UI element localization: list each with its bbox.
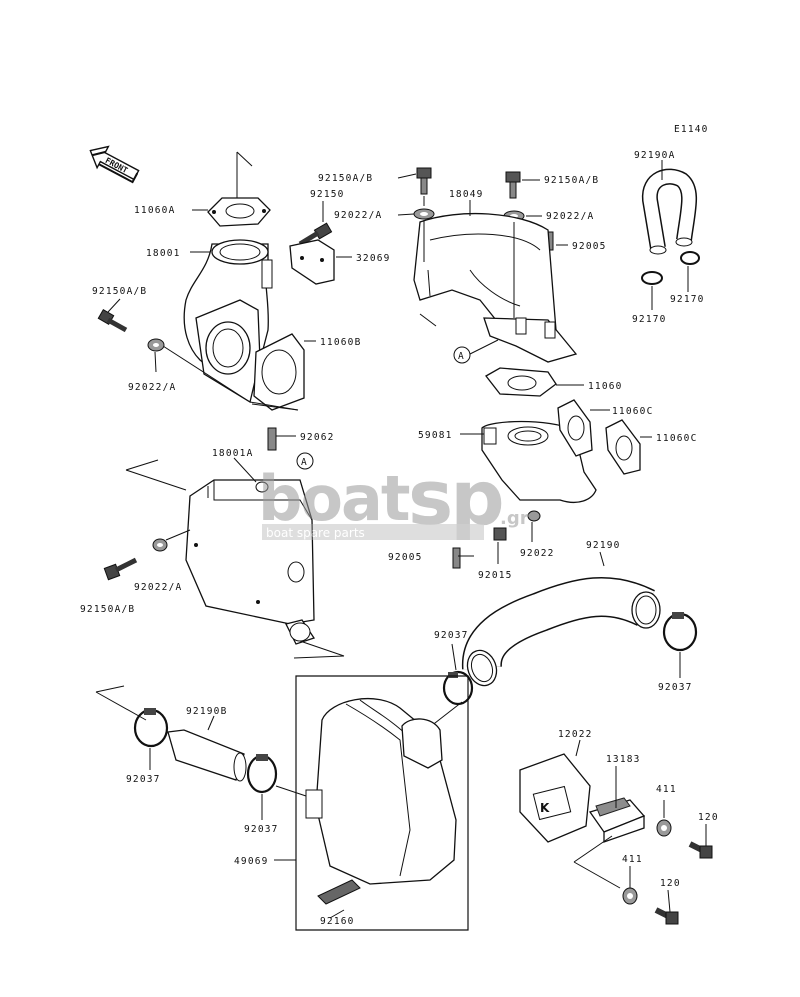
label-92037-a: 92037 bbox=[434, 630, 469, 641]
bracket-32069 bbox=[289, 239, 335, 285]
clamp-92037-c bbox=[133, 708, 169, 748]
gasket-11060B bbox=[253, 333, 305, 411]
label-92037-b: 92037 bbox=[658, 682, 693, 693]
label-120-b: 120 bbox=[660, 878, 681, 889]
leader-lines bbox=[107, 160, 707, 913]
label-92022A-top2: 92022/A bbox=[546, 211, 594, 222]
label-411-a: 411 bbox=[656, 784, 677, 795]
label-32069: 32069 bbox=[356, 253, 391, 264]
label-18001A: 18001A bbox=[212, 448, 254, 459]
bolt-92150-top-left bbox=[298, 222, 333, 247]
plate-12022: K bbox=[519, 753, 591, 843]
label-92150: 92150 bbox=[310, 189, 345, 200]
nut-92015 bbox=[493, 527, 507, 541]
label-92005-mid: 92005 bbox=[388, 552, 423, 563]
label-92150AB-top1: 92150A/B bbox=[318, 173, 373, 184]
pad-92160 bbox=[317, 879, 361, 905]
label-11060A: 11060A bbox=[134, 205, 176, 216]
washer-92022A-top1 bbox=[413, 208, 435, 220]
bolt-92150AB-top2 bbox=[505, 171, 521, 199]
label-18049: 18049 bbox=[449, 189, 484, 200]
gasket-11060C-a bbox=[557, 399, 593, 457]
label-92160: 92160 bbox=[320, 916, 355, 927]
muffler-18001A bbox=[185, 479, 316, 645]
washer-92022A-left bbox=[147, 338, 165, 352]
stud-92062 bbox=[267, 427, 277, 451]
washer-92022A-mid bbox=[152, 538, 168, 552]
silencer-box-frame bbox=[295, 675, 469, 931]
hose-92190B bbox=[167, 729, 247, 782]
gasket-11060A bbox=[207, 197, 271, 227]
washer-411-a bbox=[656, 819, 672, 837]
svg-text:K: K bbox=[540, 801, 550, 815]
watermark-tagline: boat spare parts bbox=[266, 526, 365, 540]
clamp-92037-a bbox=[442, 670, 474, 706]
label-92190B: 92190B bbox=[186, 706, 228, 717]
label-92005-top: 92005 bbox=[572, 241, 607, 252]
watermark-brand-left: boat bbox=[258, 462, 410, 535]
label-92015: 92015 bbox=[478, 570, 513, 581]
label-59081: 59081 bbox=[418, 430, 453, 441]
bolt-92150AB-top1 bbox=[416, 167, 432, 195]
front-arrow-icon: FRONT bbox=[89, 145, 140, 184]
stud-92005-mid bbox=[452, 547, 461, 569]
label-92150AB-mid: 92150A/B bbox=[80, 604, 135, 615]
hose-92190 bbox=[462, 577, 661, 687]
label-92190: 92190 bbox=[586, 540, 621, 551]
marker-A1: A bbox=[458, 351, 465, 362]
washer-411-b bbox=[622, 887, 638, 905]
label-92062: 92062 bbox=[300, 432, 335, 443]
label-11060B: 11060B bbox=[320, 337, 362, 348]
label-12022: 12022 bbox=[558, 729, 593, 740]
label-92190A: 92190A bbox=[634, 150, 676, 161]
watermark-brand-right: sp bbox=[408, 453, 502, 542]
label-49069: 49069 bbox=[234, 856, 269, 867]
label-92022A-top1: 92022/A bbox=[334, 210, 382, 221]
label-92037-d: 92037 bbox=[244, 824, 279, 835]
clamp-92170-a bbox=[680, 251, 700, 265]
gasket-11060C-b bbox=[605, 419, 641, 475]
watermark: boat sp .gr boat spare parts bbox=[258, 453, 529, 542]
label-11060: 11060 bbox=[588, 381, 623, 392]
label-120-a: 120 bbox=[698, 812, 719, 823]
clamp-92037-d bbox=[246, 754, 278, 794]
marker-A2: A bbox=[301, 457, 308, 468]
bolt-92150AB-mid bbox=[103, 557, 138, 581]
label-92170-b: 92170 bbox=[632, 314, 667, 325]
label-92022: 92022 bbox=[520, 548, 555, 559]
label-11060C-a: 11060C bbox=[612, 406, 654, 417]
block-13183 bbox=[588, 797, 646, 843]
label-92150AB-top2: 92150A/B bbox=[544, 175, 599, 186]
hose-92190A bbox=[641, 168, 698, 255]
label-18001: 18001 bbox=[146, 248, 181, 259]
gasket-11060 bbox=[485, 367, 557, 397]
label-92150AB-left: 92150A/B bbox=[92, 286, 147, 297]
ref-code: E1140 bbox=[674, 124, 709, 135]
watermark-suffix: .gr bbox=[500, 508, 529, 529]
label-92022A-mid: 92022/A bbox=[134, 582, 182, 593]
label-92022A-left: 92022/A bbox=[128, 382, 176, 393]
manifold-18049 bbox=[413, 212, 578, 363]
washer-92022 bbox=[527, 510, 541, 522]
label-92170-a: 92170 bbox=[670, 294, 705, 305]
label-411-b: 411 bbox=[622, 854, 643, 865]
silencer-49069 bbox=[305, 698, 457, 885]
label-92037-c: 92037 bbox=[126, 774, 161, 785]
exhaust-pipe-18001 bbox=[183, 239, 273, 404]
label-11060C-b: 11060C bbox=[656, 433, 698, 444]
clamp-92170-b bbox=[641, 271, 663, 285]
label-13183: 13183 bbox=[606, 754, 641, 765]
bolt-120-a bbox=[688, 841, 713, 859]
clamp-92037-b bbox=[662, 612, 698, 652]
bolt-120-b bbox=[654, 907, 679, 925]
bolt-92150AB-left bbox=[97, 308, 128, 333]
